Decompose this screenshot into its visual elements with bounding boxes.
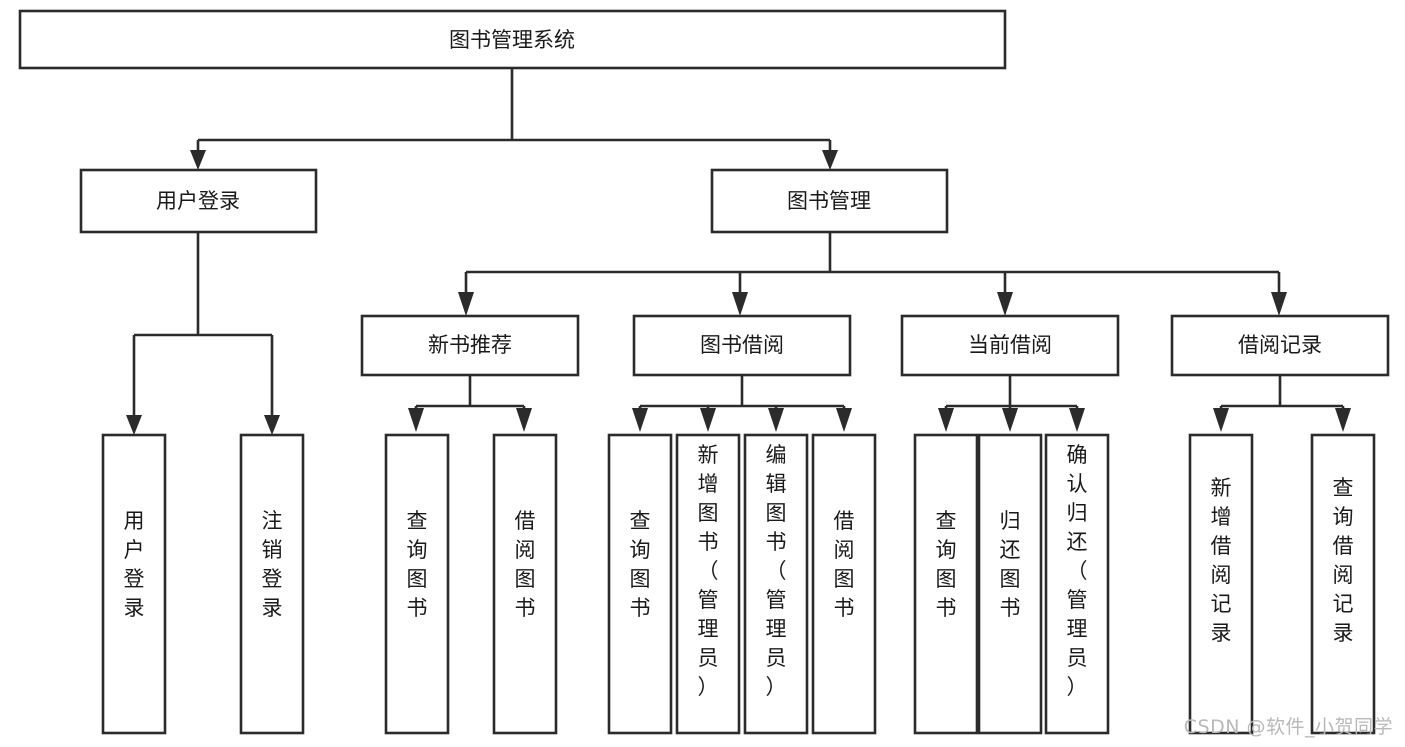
node-root[interactable]: 图书管理系统 bbox=[18, 9, 1007, 70]
node-leaf-query-book-cur-label: 查询图书 bbox=[936, 509, 957, 620]
node-leaf-borrow-book-label: 借阅图书 bbox=[834, 509, 855, 620]
arrow-to-book-borrow bbox=[732, 292, 748, 316]
node-leaf-confirm-return-admin[interactable]: 确认归还（管理员） bbox=[1044, 433, 1110, 735]
arrow-to-leaf-user-login bbox=[126, 415, 142, 435]
node-leaf-query-book-borrow[interactable]: 查询图书 bbox=[607, 433, 673, 735]
node-leaf-query-book-rec-label: 查询图书 bbox=[407, 509, 428, 620]
arrow-to-leaf-edit-book-admin bbox=[768, 408, 784, 432]
connector-userlogin-bus bbox=[132, 232, 274, 418]
node-book-borrow[interactable]: 图书借阅 bbox=[632, 314, 852, 377]
node-borrow-record-label: 借阅记录 bbox=[1238, 333, 1322, 357]
arrow-to-leaf-confirm-return-admin bbox=[1069, 408, 1085, 432]
node-leaf-query-book-rec[interactable]: 查询图书 bbox=[384, 433, 450, 735]
node-user-login[interactable]: 用户登录 bbox=[79, 168, 318, 234]
node-leaf-edit-book-admin[interactable]: 编辑图书（管理员） bbox=[743, 433, 809, 735]
node-leaf-edit-book-admin-label: 编辑图书（管理员） bbox=[766, 443, 787, 699]
arrow-to-new-book-recommend bbox=[458, 292, 474, 316]
node-new-book-recommend-label: 新书推荐 bbox=[428, 333, 512, 357]
connector-currentborrow-bus bbox=[944, 375, 1079, 412]
arrow-to-leaf-query-book-rec bbox=[408, 408, 424, 432]
node-leaf-query-borrow-record[interactable]: 查询借阅记录 bbox=[1310, 433, 1376, 735]
arrow-to-leaf-borrow-book bbox=[836, 408, 852, 432]
node-borrow-record[interactable]: 借阅记录 bbox=[1170, 314, 1390, 377]
node-book-manage-label: 图书管理 bbox=[787, 189, 871, 213]
connector-borrowrecord-bus bbox=[1219, 375, 1345, 412]
node-leaf-return-book-label: 归还图书 bbox=[1000, 509, 1021, 620]
node-leaf-user-login[interactable]: 用户登录 bbox=[101, 433, 167, 735]
arrow-to-current-borrow bbox=[997, 292, 1013, 316]
node-leaf-query-borrow-record-label: 查询借阅记录 bbox=[1333, 476, 1354, 645]
node-leaf-borrow-book[interactable]: 借阅图书 bbox=[811, 433, 877, 735]
node-leaf-borrow-book-rec[interactable]: 借阅图书 bbox=[492, 433, 558, 735]
node-book-manage[interactable]: 图书管理 bbox=[710, 168, 949, 234]
node-new-book-recommend[interactable]: 新书推荐 bbox=[360, 314, 580, 377]
node-leaf-add-book-admin-label: 新增图书（管理员） bbox=[698, 443, 719, 699]
connector-bookmanage-bus bbox=[464, 232, 1281, 295]
node-leaf-query-book-cur[interactable]: 查询图书 bbox=[913, 433, 979, 735]
arrow-to-leaf-return-book bbox=[1002, 408, 1018, 432]
arrow-to-leaf-add-borrow-record bbox=[1213, 408, 1229, 432]
node-leaf-borrow-book-rec-label: 借阅图书 bbox=[515, 509, 536, 620]
arrow-to-leaf-query-borrow-record bbox=[1335, 408, 1351, 432]
arrow-to-leaf-borrow-book-rec bbox=[516, 408, 532, 432]
node-leaf-add-borrow-record-label: 新增借阅记录 bbox=[1211, 476, 1232, 645]
node-current-borrow[interactable]: 当前借阅 bbox=[900, 314, 1120, 377]
node-leaf-add-book-admin[interactable]: 新增图书（管理员） bbox=[675, 433, 741, 735]
node-current-borrow-label: 当前借阅 bbox=[968, 333, 1052, 357]
arrow-to-leaf-query-book-cur bbox=[938, 408, 954, 432]
connector-newbook-bus bbox=[414, 375, 526, 412]
node-root-label: 图书管理系统 bbox=[449, 28, 575, 52]
node-leaf-confirm-return-admin-label: 确认归还（管理员） bbox=[1067, 443, 1088, 699]
connector-layer bbox=[126, 68, 1351, 435]
arrow-to-leaf-user-logout bbox=[264, 415, 280, 435]
arrow-to-user-login bbox=[190, 150, 206, 170]
node-leaf-user-login-label: 用户登录 bbox=[124, 509, 145, 620]
node-user-login-label: 用户登录 bbox=[156, 189, 240, 213]
arrow-to-book-manage bbox=[822, 150, 838, 170]
arrow-to-borrow-record bbox=[1271, 292, 1287, 316]
node-leaf-add-borrow-record[interactable]: 新增借阅记录 bbox=[1188, 433, 1254, 735]
connector-root-to-level2 bbox=[196, 68, 832, 152]
arrow-to-leaf-add-book-admin bbox=[700, 408, 716, 432]
connector-bookborrow-bus bbox=[638, 375, 846, 412]
node-leaf-return-book[interactable]: 归还图书 bbox=[977, 433, 1043, 735]
node-leaf-user-logout-label: 注销登录 bbox=[262, 509, 283, 620]
node-book-borrow-label: 图书借阅 bbox=[700, 333, 784, 357]
node-leaf-query-book-borrow-label: 查询图书 bbox=[630, 509, 651, 620]
node-leaf-user-logout[interactable]: 注销登录 bbox=[239, 433, 305, 735]
arrow-to-leaf-query-book-borrow bbox=[632, 408, 648, 432]
